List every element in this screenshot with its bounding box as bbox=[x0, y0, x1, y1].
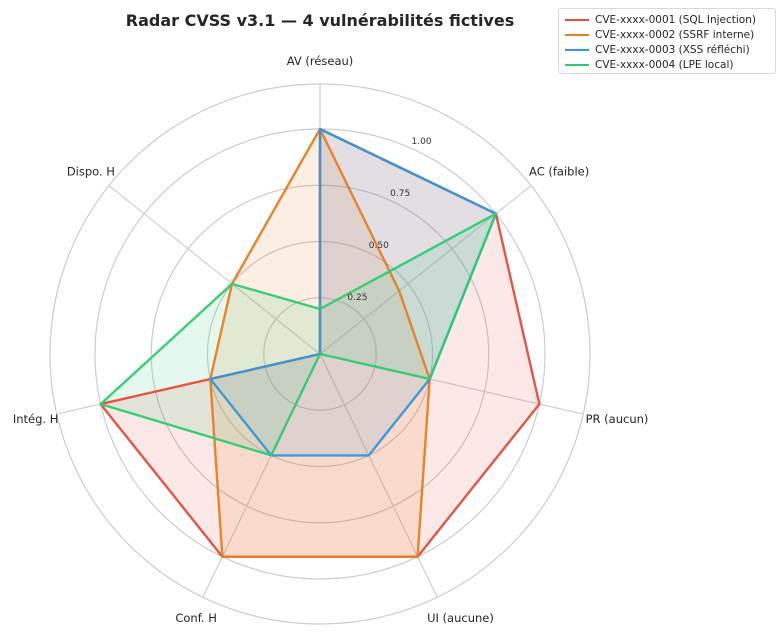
axis-label: Intég. H bbox=[13, 412, 59, 426]
series-layer bbox=[99, 127, 541, 558]
legend-item: CVE-xxxx-0004 (LPE local) bbox=[565, 57, 769, 72]
axis-label: AV (réseau) bbox=[287, 54, 354, 68]
legend-label: CVE-xxxx-0001 (SQL Injection) bbox=[595, 13, 756, 26]
legend-label: CVE-xxxx-0003 (XSS réfléchi) bbox=[595, 43, 750, 56]
legend: CVE-xxxx-0001 (SQL Injection) CVE-xxxx-0… bbox=[558, 8, 776, 74]
grid-spoke bbox=[108, 185, 321, 355]
radial-tick-label: 0.25 bbox=[347, 293, 367, 303]
axis-label: PR (aucun) bbox=[586, 412, 649, 426]
legend-swatch bbox=[565, 18, 589, 21]
legend-label: CVE-xxxx-0004 (LPE local) bbox=[595, 58, 734, 71]
chart-title: Radar CVSS v3.1 — 4 vulnérabilités ficti… bbox=[125, 11, 515, 30]
legend-swatch bbox=[565, 33, 589, 36]
series-line bbox=[209, 127, 431, 558]
label-layer: 0.25 0.50 0.75 1.00 AV (réseau) AC (faible) PR… bbox=[13, 54, 649, 625]
legend-swatch bbox=[565, 63, 589, 66]
axis-label: Conf. H bbox=[175, 611, 217, 625]
radial-tick-label: 1.00 bbox=[412, 137, 432, 147]
series-line bbox=[99, 212, 498, 457]
legend-item: CVE-xxxx-0002 (SSRF interne) bbox=[565, 27, 769, 42]
radial-tick-label: 0.75 bbox=[390, 189, 410, 199]
series-fill bbox=[100, 213, 496, 456]
radial-tick-label: 0.50 bbox=[369, 241, 389, 251]
axis-label: UI (aucune) bbox=[427, 611, 494, 625]
axis-label: Dispo. H bbox=[67, 164, 115, 178]
legend-item: CVE-xxxx-0001 (SQL Injection) bbox=[565, 12, 769, 27]
axis-label: AC (faible) bbox=[529, 164, 589, 178]
legend-label: CVE-xxxx-0002 (SSRF interne) bbox=[595, 28, 755, 41]
legend-swatch bbox=[565, 48, 589, 51]
legend-item: CVE-xxxx-0003 (XSS réfléchi) bbox=[565, 42, 769, 57]
